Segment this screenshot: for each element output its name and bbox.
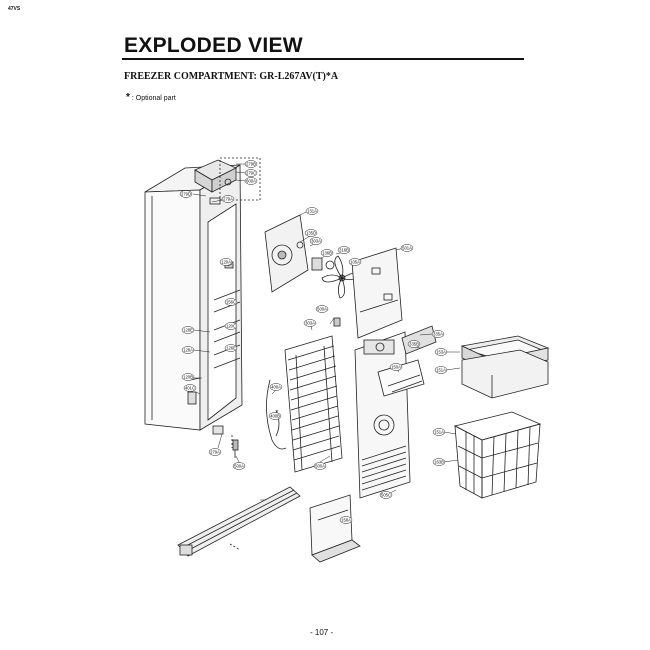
svg-text:120C: 120C (226, 324, 236, 329)
wire-basket (453, 411, 542, 499)
svg-text:126E: 126E (226, 346, 236, 351)
callout-335b: 335B (407, 340, 421, 348)
callout-151a-drawer: 151A (434, 366, 448, 374)
base-cover (177, 486, 301, 557)
callout-500a-lower: 500A (313, 462, 327, 470)
svg-text:500A: 500A (234, 464, 244, 469)
optional-part-note: * : Optional part (126, 92, 176, 103)
callout-120c: 120C (224, 322, 238, 330)
svg-text:500A: 500A (315, 464, 325, 469)
callout-500a-upper: 500A (315, 305, 329, 313)
svg-text:120B: 120B (183, 375, 193, 380)
callout-279d: 279D (179, 190, 193, 198)
svg-text:135D: 135D (306, 231, 316, 236)
page-subtitle: FREEZER COMPARTMENT: GR-L267AV(T)*A (124, 71, 339, 82)
svg-text:279A: 279A (223, 197, 233, 202)
svg-text:151A: 151A (434, 430, 444, 435)
callout-156c: 156C (224, 298, 238, 306)
callout-135d: 135D (304, 229, 318, 237)
title-rule (122, 58, 524, 60)
callout-120a: 120A (219, 258, 233, 266)
callout-128e: 128E (181, 326, 195, 334)
callout-group: 279B 279C 600A 279D 279A 131A 135D 303A … (179, 160, 448, 524)
note-symbol: * (126, 92, 130, 103)
corner-mark: 47VS (8, 6, 21, 12)
callout-279b: 279B (244, 160, 258, 168)
callout-505c: 505C (379, 491, 393, 499)
svg-text:120A: 120A (221, 260, 231, 265)
svg-text:505C: 505C (381, 493, 391, 498)
svg-text:150A: 150A (391, 365, 401, 370)
callout-105a: 105A (348, 258, 362, 266)
svg-text:400B: 400B (270, 414, 280, 419)
svg-text:401C: 401C (185, 386, 195, 391)
drain-duct (309, 494, 361, 563)
svg-text:128A: 128A (183, 348, 193, 353)
svg-text:335B: 335B (409, 342, 419, 347)
freezer-cabinet (144, 164, 243, 448)
callout-279c: 279C (244, 169, 258, 177)
callout-151a-basket: 151A (432, 428, 446, 436)
drawer-tray (460, 335, 550, 399)
callout-303a-mid: 303A (303, 319, 317, 327)
svg-text:279D: 279D (181, 192, 191, 197)
callout-400b: 400B (268, 412, 282, 420)
svg-text:500A: 500A (317, 307, 327, 312)
svg-text:303A: 303A (305, 321, 315, 326)
callout-501a: 501A (400, 244, 414, 252)
callout-158a: 158A (339, 516, 353, 524)
svg-text:279B: 279B (246, 162, 256, 167)
svg-text:279A: 279A (210, 450, 220, 455)
evaporator (266, 317, 343, 473)
svg-text:158A: 158A (341, 518, 351, 523)
svg-text:316B: 316B (339, 248, 349, 253)
note-text: : Optional part (131, 95, 176, 102)
callout-279a-bottom: 279A (208, 448, 222, 456)
callout-279a-top: 279A (221, 195, 235, 203)
callout-401c: 401C (183, 384, 197, 392)
svg-text:151A: 151A (436, 368, 446, 373)
callout-136b: 136B (320, 249, 334, 257)
svg-text:163B: 163B (434, 460, 444, 465)
svg-text:156C: 156C (226, 300, 236, 305)
callout-303a-top: 303A (309, 237, 323, 245)
svg-text:501A: 501A (402, 246, 412, 251)
svg-text:279C: 279C (246, 171, 256, 176)
callout-128a: 128A (181, 346, 195, 354)
svg-text:131A: 131A (307, 209, 317, 214)
callout-120b: 120B (181, 373, 195, 381)
svg-text:105A: 105A (350, 260, 360, 265)
svg-text:335A: 335A (433, 332, 443, 337)
callout-153a: 153A (434, 348, 448, 356)
svg-text:136B: 136B (322, 251, 332, 256)
foot-screw (232, 439, 239, 458)
callout-150a: 150A (389, 363, 403, 371)
callout-335a: 335A (431, 330, 445, 338)
page-number: - 107 - (310, 628, 334, 637)
svg-text:600A: 600A (246, 179, 256, 184)
page-title: EXPLODED VIEW (124, 34, 303, 57)
svg-text:400A: 400A (271, 385, 281, 390)
leader-lines (192, 163, 461, 521)
svg-text:153A: 153A (436, 350, 446, 355)
callout-600a: 600A (244, 177, 258, 185)
callout-131a: 131A (305, 207, 319, 215)
grille-fan-cover (351, 247, 403, 339)
callout-500a-screw: 500A (232, 462, 246, 470)
shroud-duct-panel (354, 331, 411, 499)
callout-126e: 126E (224, 344, 238, 352)
control-box (194, 157, 261, 205)
svg-text:128E: 128E (183, 328, 193, 333)
svg-text:303A: 303A (311, 239, 321, 244)
callout-400a: 400A (269, 383, 283, 391)
callout-316b: 316B (337, 246, 351, 254)
callout-163b: 163B (432, 458, 446, 466)
